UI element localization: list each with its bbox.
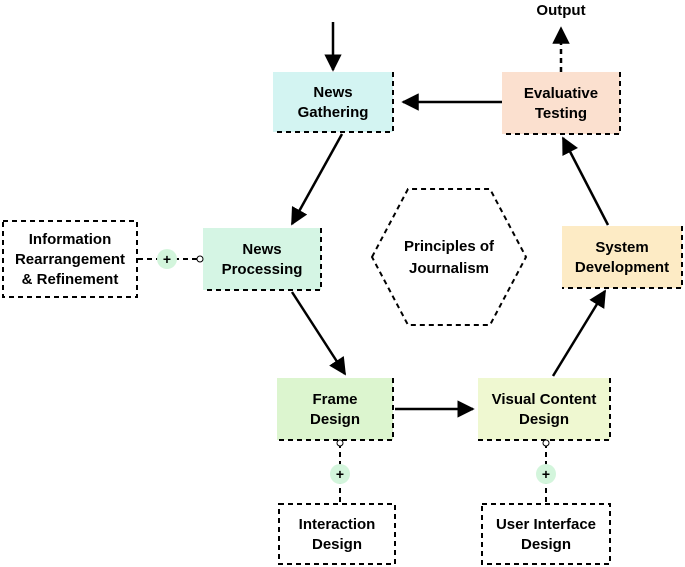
arrow-system-to-evaluative xyxy=(561,136,610,226)
arrow-visual-to-system xyxy=(551,289,607,377)
visual-content-design-border xyxy=(478,378,611,441)
information-refinement-box xyxy=(2,220,138,298)
plus-connector-interaction: + xyxy=(330,464,350,484)
interaction-design-label-line-2: Design xyxy=(312,536,362,553)
frame-design-label-line-1: Frame xyxy=(312,391,357,408)
news-processing-border xyxy=(203,228,322,291)
system-development-label-line-1: System xyxy=(595,239,648,256)
news-gathering-border xyxy=(273,72,394,133)
frame-design-label-line-2: Design xyxy=(310,411,360,428)
interaction-design-box xyxy=(278,503,396,565)
news-gathering-label-line-1: News xyxy=(313,84,352,101)
arrow-gathering-to-processing xyxy=(290,133,344,226)
visual-content-design-label-line-1: Visual Content xyxy=(492,391,597,408)
user-interface-design-label-line-2: Design xyxy=(521,536,571,553)
center-label-line-2: Journalism xyxy=(409,260,489,277)
information-refinement-label-line-3: & Refinement xyxy=(22,271,119,288)
plus-icon: + xyxy=(542,466,550,482)
news-processing-label-line-2: Processing xyxy=(222,261,303,278)
user-interface-design-label-line-1: User Interface xyxy=(496,516,596,533)
frame-design-box xyxy=(277,378,393,440)
arrow-processing-to-frame xyxy=(290,291,347,376)
user-interface-design-box xyxy=(481,503,611,565)
system-development-label-line-2: Development xyxy=(575,259,669,276)
center-label-line-1: Principles of xyxy=(404,238,495,255)
plus-icon: + xyxy=(336,466,344,482)
principles-hexagon xyxy=(370,188,528,326)
evaluative-testing-border xyxy=(502,72,621,135)
connector-end-dot xyxy=(542,439,550,447)
plus-connector-ui: + xyxy=(536,464,556,484)
connector-end-dot xyxy=(196,255,204,263)
information-refinement-label-line-1: Information xyxy=(29,231,112,248)
news-gathering-box xyxy=(273,72,393,132)
plus-icon: + xyxy=(163,251,171,267)
system-development-box xyxy=(562,226,682,288)
visual-content-design-label-line-2: Design xyxy=(519,411,569,428)
news-gathering-label-line-2: Gathering xyxy=(298,104,369,121)
frame-design-border xyxy=(277,378,394,441)
visual-content-design-box xyxy=(478,378,610,440)
system-development-border xyxy=(562,226,683,289)
information-refinement-label-line-2: Rearrangement xyxy=(15,251,125,268)
evaluative-testing-label-line-1: Evaluative xyxy=(524,85,598,102)
evaluative-testing-box xyxy=(502,72,620,134)
news-processing-box xyxy=(203,228,321,290)
output-label: Output xyxy=(536,2,585,19)
plus-connector-information: + xyxy=(157,249,177,269)
evaluative-testing-label-line-2: Testing xyxy=(535,105,587,122)
interaction-design-label-line-1: Interaction xyxy=(299,516,376,533)
news-processing-label-line-1: News xyxy=(242,241,281,258)
connector-end-dot xyxy=(336,439,344,447)
